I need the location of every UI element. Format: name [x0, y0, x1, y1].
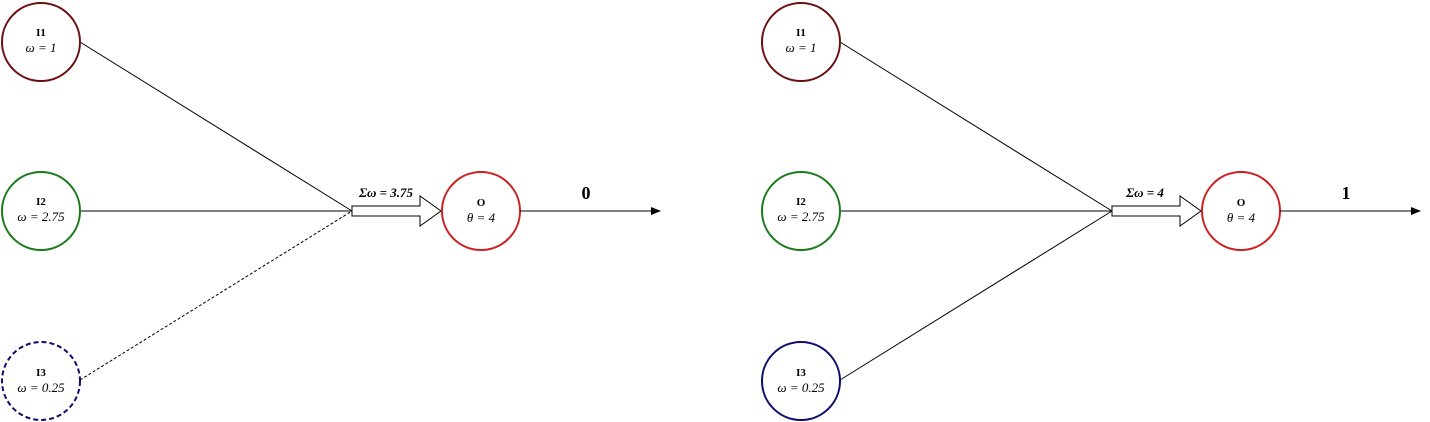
connection-i1 — [79, 41, 353, 212]
output-neuron: O θ = 4 — [1201, 171, 1281, 251]
input-node-i1: I1 ω = 1 — [761, 2, 841, 82]
sum-arrow — [1111, 195, 1202, 227]
output-neuron: O θ = 4 — [441, 171, 521, 251]
node-weight: ω = 0.25 — [17, 380, 65, 395]
node-weight: ω = 2.75 — [777, 209, 825, 224]
node-weight: ω = 1 — [26, 40, 57, 55]
input-node-i2: I2 ω = 2.75 — [761, 171, 841, 251]
output-value: 1 — [1342, 183, 1351, 203]
sum-label: Σω = 4 — [1125, 185, 1164, 200]
node-name: I3 — [36, 367, 46, 379]
input-node-i3: I3 ω = 0.25 — [761, 341, 841, 421]
node-weight: ω = 1 — [786, 40, 817, 55]
input-node-i3: I3 ω = 0.25 — [1, 341, 81, 421]
connection-i1 — [839, 41, 1113, 212]
node-name: I2 — [796, 196, 806, 208]
sum-label: Σω = 3.75 — [358, 185, 414, 200]
output-value: 0 — [582, 183, 591, 203]
node-weight: ω = 0.25 — [777, 380, 825, 395]
node-threshold: θ = 4 — [1227, 210, 1256, 225]
panel-1: Σω = 3.75 I1 ω = 1 I2 ω = 2.75 I3 ω = 0.… — [1, 2, 661, 421]
node-name: I1 — [36, 27, 46, 39]
panel-2: Σω = 4 I1 ω = 1 I2 ω = 2.75 I3 ω = 0.25 … — [761, 2, 1421, 421]
input-node-i2: I2 ω = 2.75 — [1, 171, 81, 251]
node-weight: ω = 2.75 — [17, 209, 65, 224]
node-name: I1 — [796, 27, 806, 39]
node-name: O — [1237, 197, 1246, 209]
node-threshold: θ = 4 — [467, 210, 496, 225]
sum-arrow — [351, 195, 442, 227]
connection-i3 — [79, 210, 353, 381]
node-name: I2 — [36, 196, 46, 208]
node-name: O — [477, 197, 486, 209]
connection-i3 — [839, 210, 1113, 381]
input-node-i1: I1 ω = 1 — [1, 2, 81, 82]
node-name: I3 — [796, 367, 806, 379]
